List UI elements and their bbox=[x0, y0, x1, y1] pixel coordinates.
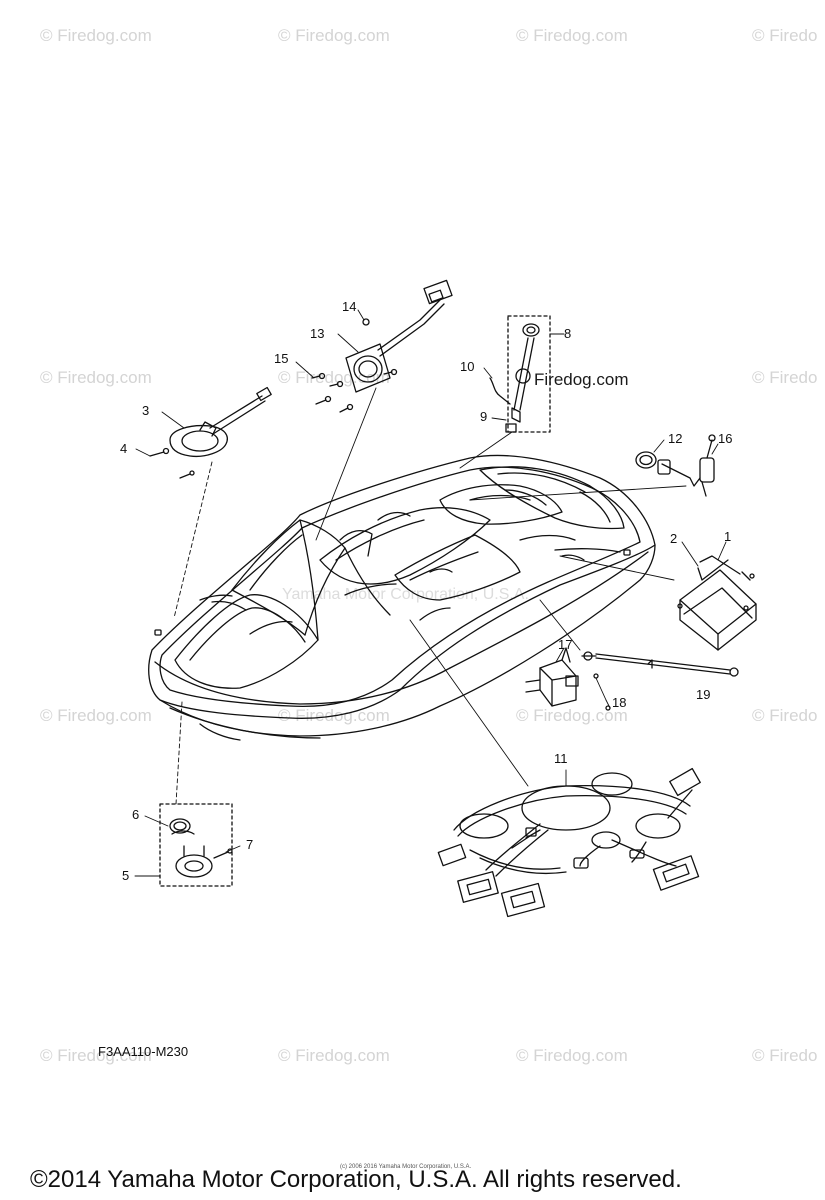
watermark: © Firedog.com bbox=[40, 26, 152, 45]
part-11-wire-harness bbox=[437, 767, 701, 918]
part-1-assembly bbox=[677, 555, 757, 651]
watermark: © Firedog.com bbox=[516, 1046, 628, 1065]
callout-15: 15 bbox=[274, 351, 289, 366]
faint-overlay: Yamaha Motor Corporation, U.S.A. bbox=[282, 586, 529, 603]
leader-lines bbox=[134, 309, 727, 877]
part-13-assembly bbox=[311, 279, 453, 413]
watermark: © Firedo bbox=[752, 368, 818, 387]
watermark: © Firedog.com bbox=[40, 368, 152, 387]
part-12-assembly bbox=[635, 434, 716, 497]
watermark: © Firedog.com bbox=[516, 26, 628, 45]
watermark: © Firedog.com bbox=[40, 1046, 152, 1065]
part-3-assembly bbox=[149, 386, 272, 479]
part-19-assembly bbox=[581, 651, 739, 677]
callout-13: 13 bbox=[310, 326, 325, 341]
watermark: © Firedog.com bbox=[40, 706, 152, 725]
callout-4: 4 bbox=[120, 441, 128, 456]
boat-hull bbox=[148, 454, 656, 741]
watermark: © Firedog.com bbox=[278, 26, 390, 45]
copyright-notice: ©2014 Yamaha Motor Corporation, U.S.A. A… bbox=[30, 1166, 682, 1193]
callout-18: 18 bbox=[612, 695, 627, 710]
watermark: © Firedo bbox=[752, 706, 818, 725]
callout-1: 1 bbox=[724, 529, 732, 544]
part-5-assembly bbox=[159, 803, 233, 887]
callout-17: 17 bbox=[558, 637, 573, 652]
watermark: © Firedo bbox=[752, 1046, 818, 1065]
callout-12: 12 bbox=[668, 431, 683, 446]
watermark: © Firedog.com bbox=[516, 706, 628, 725]
callout-14: 14 bbox=[342, 299, 357, 314]
callout-19: 19 bbox=[696, 687, 711, 702]
callout-10: 10 bbox=[460, 359, 475, 374]
callout-2: 2 bbox=[670, 531, 678, 546]
diagram-code: F3AA110-M230 bbox=[98, 1044, 189, 1059]
callout-9: 9 bbox=[480, 409, 488, 424]
part-8-assembly bbox=[489, 315, 551, 433]
callout-8: 8 bbox=[564, 326, 572, 341]
callout-5: 5 bbox=[122, 868, 130, 883]
callout-7: 7 bbox=[246, 837, 254, 852]
callout-16: 16 bbox=[718, 431, 733, 446]
watermark-center: Firedog.com bbox=[534, 370, 629, 389]
watermark: © Firedog.com bbox=[278, 368, 390, 387]
callout-11: 11 bbox=[554, 751, 568, 766]
watermark: © Firedog.com bbox=[278, 1046, 390, 1065]
callout-6: 6 bbox=[132, 807, 140, 822]
callout-3: 3 bbox=[142, 403, 150, 418]
tiny-copyright: (c) 2006 2016 Yamaha Motor Corporation, … bbox=[340, 1164, 472, 1170]
part-17-assembly bbox=[525, 647, 611, 711]
watermark: © Firedo bbox=[752, 26, 818, 45]
